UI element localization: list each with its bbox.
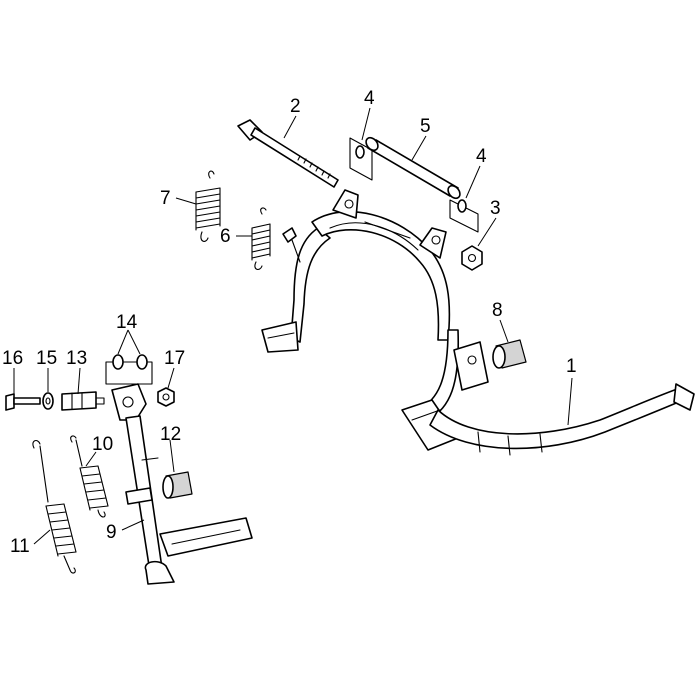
- pin: [282, 227, 301, 263]
- pivot-tube: [365, 136, 461, 200]
- callout-12: 12: [160, 424, 181, 445]
- bushing: [162, 471, 193, 499]
- callout-labels: 1 2 3 4 4 5 6 7 8 9 10 11 12 13 14 15 16…: [2, 88, 577, 557]
- callout-13: 13: [66, 348, 87, 369]
- spring-large: [195, 170, 221, 242]
- callout-15: 15: [36, 348, 57, 369]
- leader-lines: [13, 107, 573, 545]
- bolt-long: [237, 119, 339, 188]
- nut-small: [157, 387, 175, 407]
- callout-5: 5: [420, 116, 431, 137]
- bolt-short: [5, 393, 41, 411]
- callout-3: 3: [490, 198, 501, 219]
- rubber-bumper: [492, 339, 527, 369]
- callout-4b: 4: [476, 146, 487, 167]
- callout-16: 16: [2, 348, 23, 369]
- callout-9: 9: [106, 522, 117, 543]
- washer-small: [42, 392, 54, 410]
- callout-14: 14: [116, 312, 138, 333]
- callout-11: 11: [10, 536, 30, 557]
- spring-side-large: [32, 439, 77, 574]
- callout-10: 10: [92, 434, 113, 455]
- callout-6: 6: [220, 226, 231, 247]
- callout-8: 8: [492, 300, 503, 321]
- callout-2: 2: [290, 96, 301, 117]
- center-stand: [261, 189, 695, 456]
- nut: [461, 245, 483, 271]
- callout-7: 7: [160, 188, 171, 209]
- callout-1: 1: [566, 356, 577, 377]
- side-stand: [111, 383, 253, 585]
- shaft: [61, 391, 105, 411]
- spring-small: [251, 207, 271, 271]
- callout-17: 17: [164, 348, 185, 369]
- washer-right: [449, 199, 479, 233]
- washer-left: [349, 137, 373, 181]
- callout-4a: 4: [364, 88, 375, 109]
- spring-side-small: [70, 435, 109, 518]
- washer-pair: [105, 354, 153, 385]
